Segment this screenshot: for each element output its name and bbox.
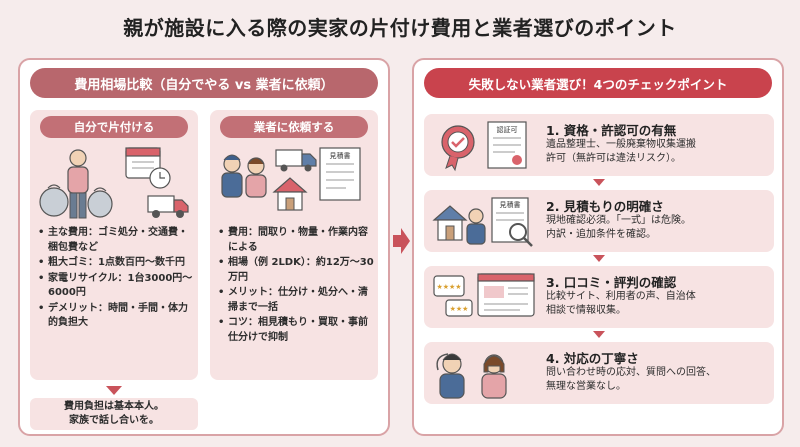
workers-icon xyxy=(221,154,267,198)
phone-operator-icon xyxy=(436,353,507,399)
list-item: 相場（例 2LDK）：約12万〜30万円 xyxy=(218,256,374,285)
self-cleanup-column: 自分で片付ける xyxy=(30,110,198,380)
list-item: 費用：間取り・物量・作業内容による xyxy=(218,226,374,255)
list-item: 家電リサイクル：1台3000円〜6000円 xyxy=(38,272,194,301)
down-arrow-icon xyxy=(593,179,605,186)
cost-comparison-header: 費用相場比較（自分でやる vs 業者に依頼） xyxy=(30,68,378,98)
checkpoint-desc: 問い合わせ時の応対、質問への回答、 無理な営業なし。 xyxy=(546,367,716,392)
hire-company-column: 業者に依頼する 見積書 xyxy=(210,110,378,380)
certificate-badge-icon: 認証可 xyxy=(441,121,527,172)
checkpoint-desc: 遺品整理士、一般廃棄物収集運搬 許可（無許可は違法リスク）。 xyxy=(546,139,696,164)
right-arrow-icon xyxy=(393,228,410,254)
svg-text:見積書: 見積書 xyxy=(500,200,521,209)
person-with-trash-bags-icon xyxy=(39,149,113,219)
checkpoint-desc: 現地確認必須。「一式」は危険。 内訳・追加条件を確認。 xyxy=(546,215,691,240)
self-cleanup-header: 自分で片付ける xyxy=(40,116,188,138)
review-stars-icon: ★★★★ ★★★ xyxy=(433,273,535,317)
svg-text:★★★★: ★★★★ xyxy=(436,283,461,291)
truck-icon xyxy=(147,195,189,218)
cost-burden-note-text: 費用負担は基本本人。 家族で話し合いを。 xyxy=(64,401,164,426)
checkpoint-title: 3. 口コミ・評判の確認 xyxy=(546,275,677,290)
self-cleanup-bullets: 主な費用：ゴミ処分・交通費・梱包費など 粗大ゴミ：1点数百円〜数千円 家電リサイ… xyxy=(38,226,194,332)
down-arrow-icon xyxy=(593,331,605,338)
house-estimate-icon: 見積書 xyxy=(432,197,533,247)
cost-comparison-panel: 費用相場比較（自分でやる vs 業者に依頼） 自分で片付ける xyxy=(18,58,390,436)
list-item: コツ：相見積もり・買取・事前仕分けで抑制 xyxy=(218,316,374,345)
hire-company-header: 業者に依頼する xyxy=(220,116,368,138)
hire-company-bullets: 費用：間取り・物量・作業内容による 相場（例 2LDK）：約12万〜30万円 メ… xyxy=(218,226,374,346)
checkpoint-title: 4. 対応の丁寧さ xyxy=(546,351,639,366)
svg-text:見積書: 見積書 xyxy=(330,151,351,160)
checkpoint-1: 認証可 1. 資格・許認可の有無 遺品整理士、一般廃棄物収集運搬 許可（無許可は… xyxy=(424,114,774,176)
svg-text:★★★: ★★★ xyxy=(450,305,469,313)
checkpoints-header: 失敗しない業者選び！4つのチェックポイント xyxy=(424,68,772,98)
hire-company-illustration: 見積書 xyxy=(221,147,361,211)
list-item: 粗大ゴミ：1点数百円〜数千円 xyxy=(38,256,194,271)
house-icon xyxy=(272,177,308,211)
checkpoints-panel: 失敗しない業者選び！4つのチェックポイント 認証可 1. 資格・許認可の有無 遺… xyxy=(412,58,784,436)
svg-text:認証可: 認証可 xyxy=(497,125,518,134)
document-icon: 見積書 xyxy=(319,147,361,201)
truck-icon xyxy=(275,149,317,172)
checkpoint-3: ★★★★ ★★★ 3. 口コミ・評判の確認 比較サイト、利用者の声、自治体 相談… xyxy=(424,266,774,328)
self-cleanup-illustration xyxy=(39,147,189,219)
cost-burden-note: 費用負担は基本本人。 家族で話し合いを。 xyxy=(30,398,198,430)
down-arrow-icon xyxy=(106,386,122,395)
page-title: 親が施設に入る際の実家の片付け費用と業者選びのポイント xyxy=(123,16,677,40)
list-item: 主な費用：ゴミ処分・交通費・梱包費など xyxy=(38,226,194,255)
list-item: デメリット：時間・手間・体力的負担大 xyxy=(38,302,194,331)
checkpoint-desc: 比較サイト、利用者の声、自治体 相談で情報収集。 xyxy=(546,291,696,316)
list-item: メリット：仕分け・処分へ・清掃まで一括 xyxy=(218,286,374,315)
down-arrow-icon xyxy=(593,255,605,262)
checkpoint-2: 見積書 2. 見積もりの明確さ 現地確認必須。「一式」は危険。 内訳・追加条件を… xyxy=(424,190,774,252)
checkpoint-4: 4. 対応の丁寧さ 問い合わせ時の応対、質問への回答、 無理な営業なし。 xyxy=(424,342,774,404)
calendar-clock-icon xyxy=(125,147,171,189)
checkpoint-title: 2. 見積もりの明確さ xyxy=(546,199,664,214)
checkpoint-title: 1. 資格・許認可の有無 xyxy=(546,123,677,138)
